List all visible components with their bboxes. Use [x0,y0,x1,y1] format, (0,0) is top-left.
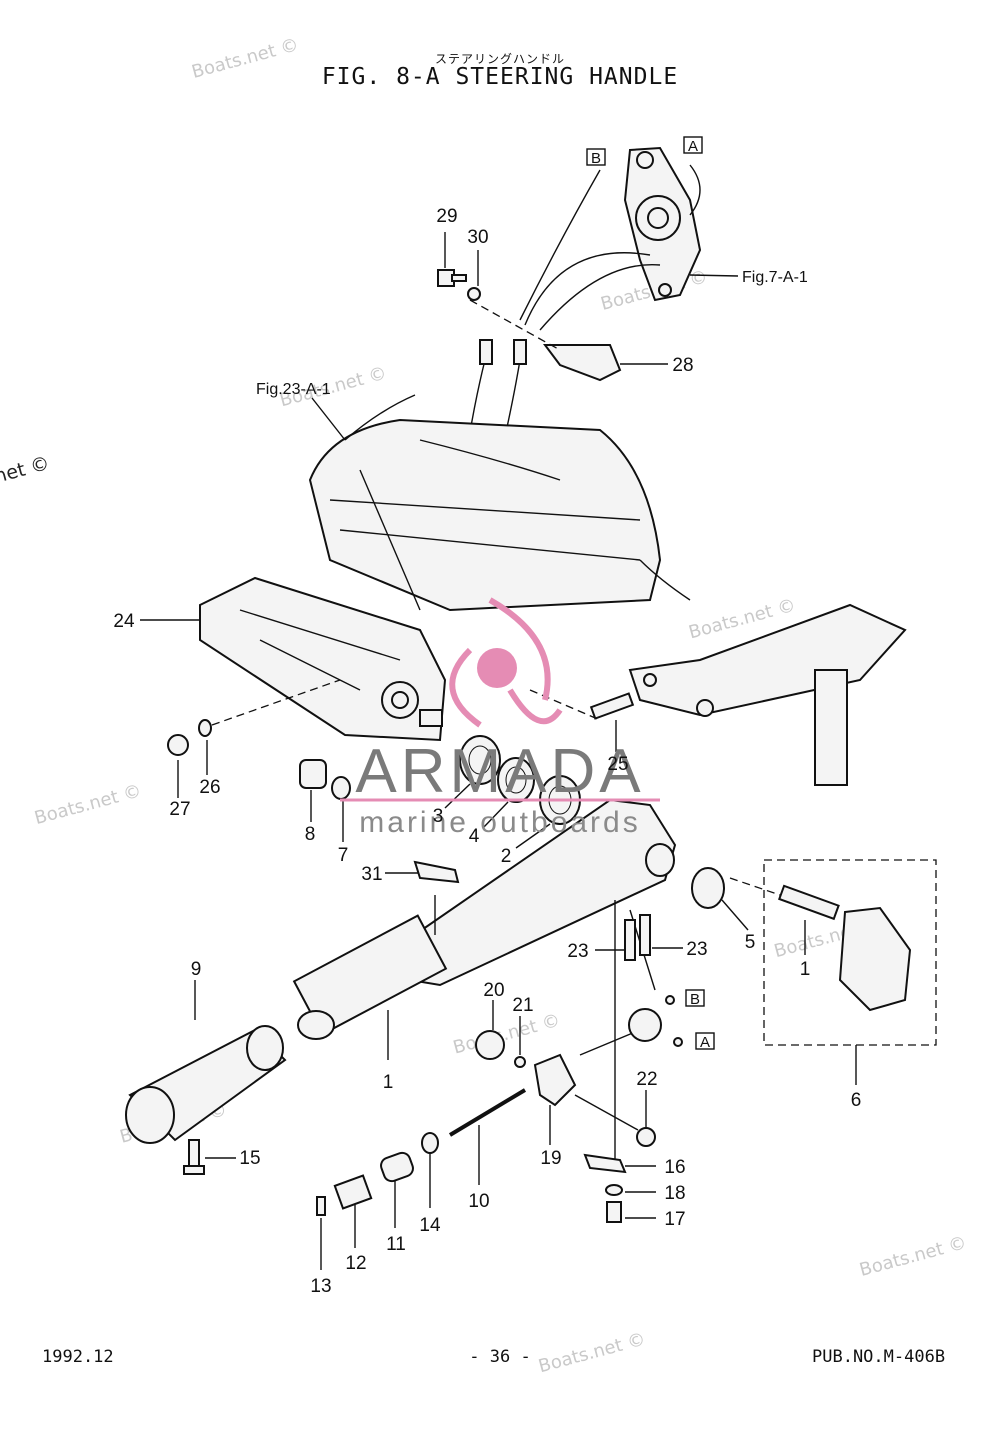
friction-kit-box [729,859,937,1085]
washer-7 [331,776,351,842]
part-label: 9 [191,959,202,980]
steering-handle-body [292,798,677,1060]
nut-8 [299,759,327,822]
bolt-29 [437,232,467,287]
part-label: 1 [383,1072,394,1093]
page-number: - 36 - [469,1347,531,1367]
watermark-text-dark: Boats.net © [0,452,52,503]
screw-15 [183,1139,236,1175]
part-label: 25 [607,754,628,775]
part-label: 22 [636,1069,657,1090]
watermark-text: Boats.net © [857,1232,969,1281]
throttle-link-assembly [519,146,739,321]
pin-13 [316,1196,326,1270]
part-label: 18 [664,1183,685,1204]
part-label: 11 [386,1234,406,1255]
bushing-3 [444,735,501,809]
part-label: 28 [672,355,693,376]
connector-b-label: B [690,991,700,1008]
part-label: 16 [664,1157,685,1178]
part-label: 6 [851,1090,862,1111]
washer-26 [198,719,212,775]
brand-tagline: marine outboards [359,806,640,839]
part-label: 1 [800,959,811,980]
part-label: 15 [239,1148,260,1169]
washer-18 [605,1184,656,1196]
publication-number: PUB.NO.M-406B [812,1347,946,1367]
brand-logo: ARMADA marine outboards [340,597,660,839]
bottom-cowling-frame [308,394,691,612]
logo-propeller-blade [488,597,551,701]
washer-30 [467,250,481,301]
steering-arm [628,603,907,786]
reference-fig23: Fig.23-A-1 [256,381,331,398]
stop-switch-assembly [579,900,683,1160]
part-labels: 29 30 28 24 25 26 27 8 7 3 4 2 31 5 6 1 … [113,206,861,1297]
brand-name: ARMADA [355,737,644,806]
part-label: 12 [345,1253,366,1274]
connector-a-label: A [688,138,698,155]
connector-b-label: B [591,150,601,167]
watermark-text: Boats.net © [215,1425,327,1429]
logo-propeller-hub [477,648,517,688]
part-label: 19 [540,1148,561,1169]
watermark-text: Boats.net © [451,1010,563,1059]
part-label: 4 [469,826,480,847]
part-label: 31 [361,864,382,885]
part-label: 2 [501,846,512,867]
part-label: 3 [433,806,444,827]
spring-21 [514,1016,526,1068]
throttle-grip [125,980,287,1144]
part-label: 14 [419,1215,441,1236]
reference-fig7: Fig.7-A-1 [742,269,808,286]
part-label: 23 [567,941,588,962]
friction-knob-20 [475,1000,505,1060]
pin-25 [589,692,635,752]
part-label: 24 [113,611,135,632]
plate-16 [583,1153,656,1174]
part-label: 29 [436,206,457,227]
cable-bracket [543,344,622,382]
part-label: 8 [305,824,316,845]
title-japanese: ステアリングハンドル [434,52,565,66]
bracket-19 [533,1053,577,1145]
bushing-14 [421,1132,439,1208]
part-label: 13 [310,1276,331,1297]
watermark-text: Boats.net © [189,34,301,83]
nut-27 [167,734,189,798]
part-label: 7 [338,845,349,866]
part-label: 10 [468,1191,489,1212]
nut-22 [574,1090,656,1147]
bushing-4 [482,757,535,829]
bushing-5 [691,867,749,931]
part-label: 27 [169,799,190,820]
steering-bracket [140,576,447,742]
rod-10 [448,1088,527,1185]
part-label: 17 [664,1209,685,1230]
screw-17 [606,1201,656,1223]
watermark-text: Boats.net © [32,780,144,829]
guide-12 [333,1174,373,1248]
logo-propeller-blade [449,647,482,728]
connector-a-label: A [700,1034,710,1051]
plate-31 [385,860,460,884]
logo-propeller-blade [507,688,563,725]
connector-markers: B A B A [586,136,715,1051]
part-label: 5 [745,932,756,953]
page-title: FIG. 8-A STEERING HANDLE [321,64,679,90]
part-label: 21 [512,995,533,1016]
part-label: 30 [467,227,488,248]
part-label: 20 [483,980,504,1001]
publication-date: 1992.12 [42,1347,114,1367]
part-label: 23 [686,939,707,960]
collar-11 [380,1151,414,1228]
part-label: 26 [199,777,220,798]
